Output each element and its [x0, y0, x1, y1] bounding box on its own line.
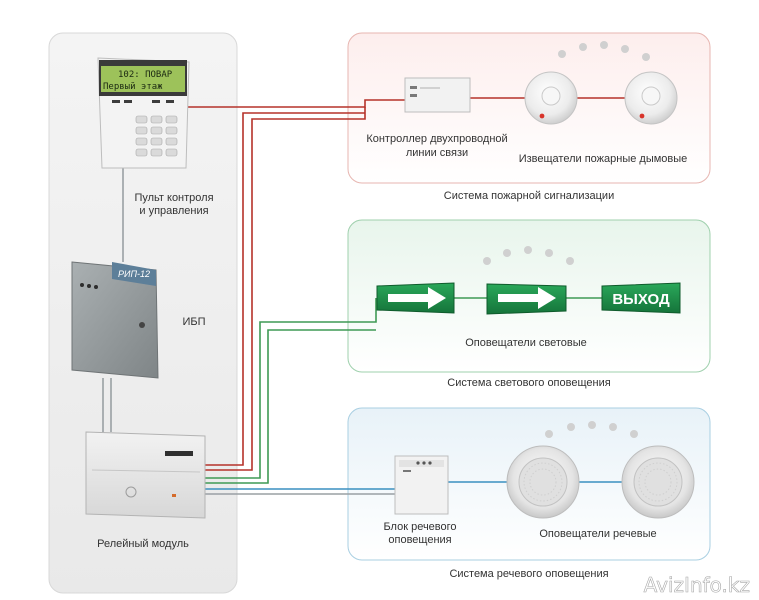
smoke-detectors-label: Извещатели пожарные дымовые — [519, 153, 688, 165]
control-panel-label-2: и управления — [139, 205, 208, 217]
lcd-line-2: Первый этаж — [103, 82, 163, 92]
signal-dots-voice — [545, 421, 638, 438]
lock-icon — [139, 322, 145, 328]
ups-badge: РИП-12 — [118, 269, 150, 279]
light-sign-arrow-2 — [486, 283, 567, 315]
light-sign-arrow-1 — [376, 282, 455, 314]
keypad-buttons — [135, 115, 178, 157]
speaker-1 — [506, 445, 580, 519]
smoke-detector-2 — [624, 71, 678, 125]
signal-dots-fire — [558, 41, 650, 61]
controller-label-1: Контроллер двухпроводной — [366, 133, 507, 145]
right-arrow-icon — [498, 287, 556, 309]
ups-label: ИБП — [182, 316, 205, 328]
wire-red-relay-2 — [205, 107, 366, 471]
controller-label-2: линии связи — [406, 147, 468, 159]
fire-system-caption: Система пожарной сигнализации — [444, 190, 614, 202]
control-panel-label-1: Пульт контроля — [134, 192, 213, 204]
watermark: AvizInfo.kz — [644, 573, 750, 597]
smoke-detector-1 — [524, 71, 578, 125]
exit-sign-text: ВЫХОД — [612, 291, 670, 308]
voice-block-label-1: Блок речевого — [383, 521, 456, 533]
wires — [102, 97, 625, 495]
speakers-label: Оповещатели речевые — [539, 528, 656, 540]
voice-system-caption: Система речевого оповещения — [449, 568, 608, 580]
wire-red-relay-1 — [205, 112, 365, 466]
wire-green-1 — [205, 298, 377, 479]
voice-notification-block — [394, 455, 449, 515]
speaker-2 — [621, 445, 695, 519]
wire-green-2 — [205, 329, 376, 484]
relay-module-device — [85, 431, 206, 519]
right-arrow-icon — [388, 287, 446, 309]
two-wire-controller — [404, 77, 471, 113]
light-sign-exit: ВЫХОД — [601, 282, 681, 314]
lcd-line-1: 102: ПОВАР — [118, 70, 173, 80]
lcd-screen — [101, 66, 185, 92]
control-panel-device: 102: ПОВАР Первый этаж — [97, 57, 190, 169]
signal-dots-light — [483, 246, 574, 265]
relay-module-label: Релейный модуль — [97, 538, 189, 550]
wire-red-top — [188, 99, 412, 108]
ups-device: РИП-12 — [71, 261, 159, 379]
voice-block-label-2: оповещения — [388, 534, 451, 546]
light-signs-label: Оповещатели световые — [465, 337, 587, 349]
light-system-caption: Система светового оповещения — [447, 377, 610, 389]
